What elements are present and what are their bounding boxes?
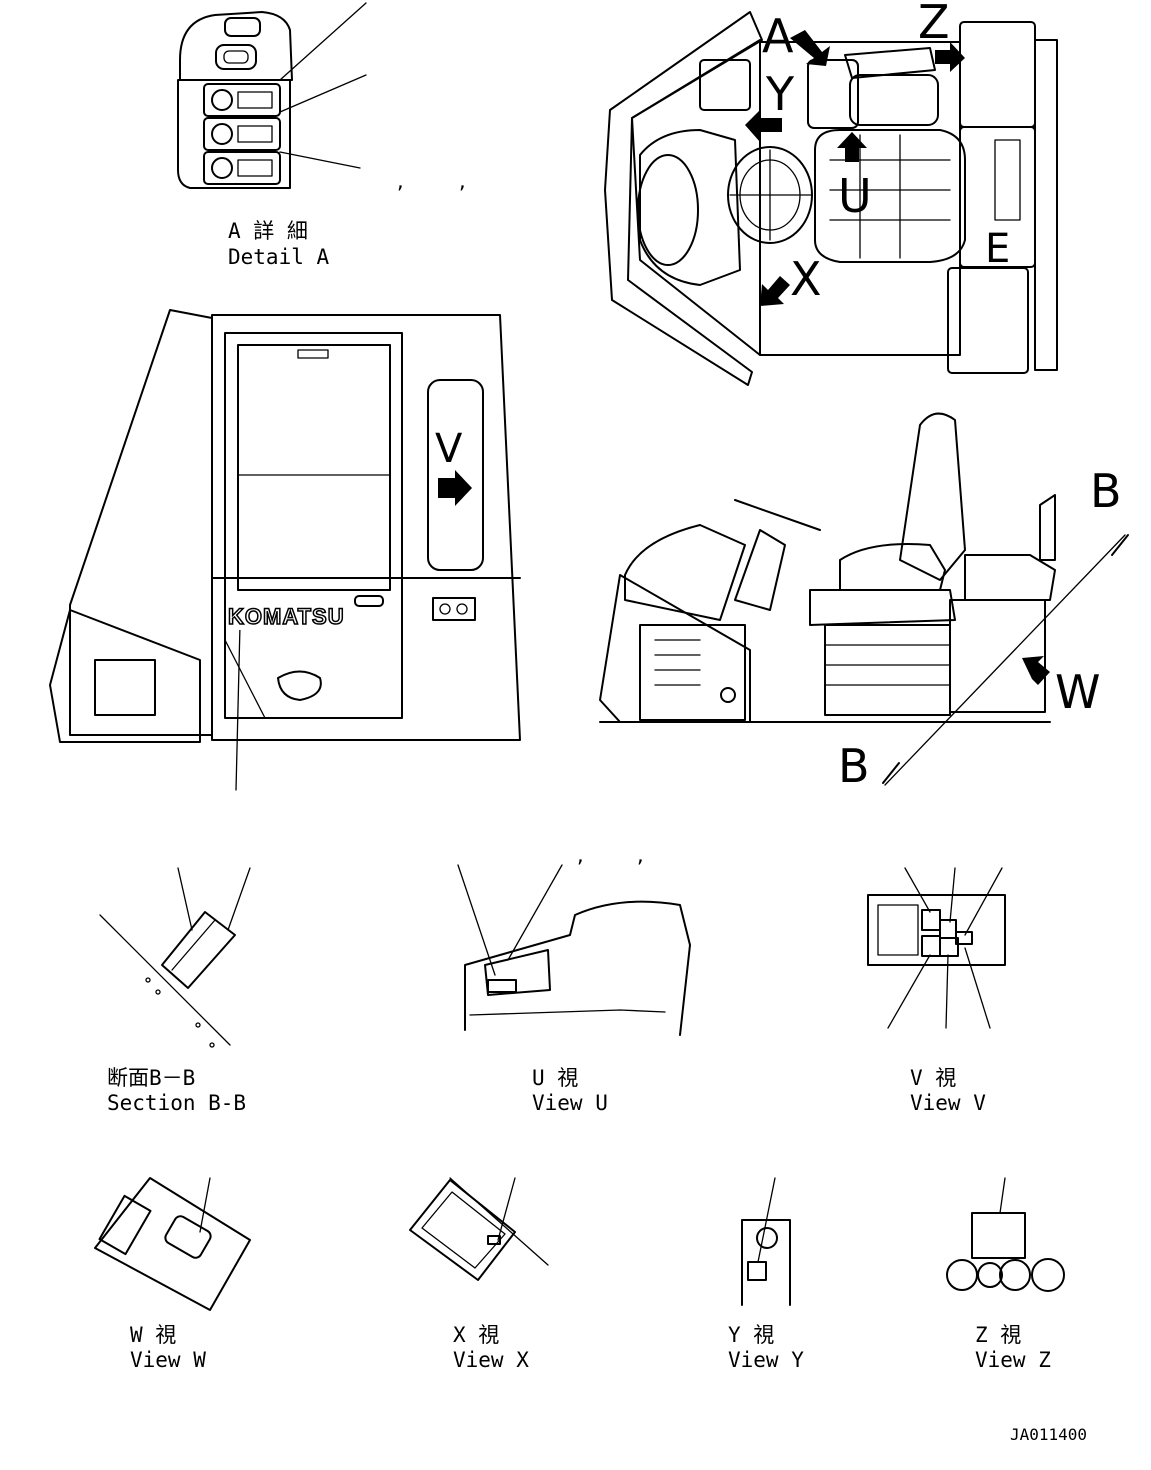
comma-mark: ,: [575, 846, 586, 867]
view-v-label-jp: V 視: [910, 1066, 956, 1090]
view-marker-x: X: [790, 252, 822, 306]
view-marker-y: Y: [765, 67, 795, 121]
view-u-label-jp: U 視: [532, 1066, 578, 1090]
view-v-drawing: [867, 867, 1006, 1029]
arrow-z-icon: [935, 42, 965, 72]
view-z-label-en: View Z: [975, 1348, 1051, 1372]
comma-mark: ,: [635, 846, 646, 867]
cab-plan-view: E: [604, 11, 1058, 386]
view-w-drawing: [94, 1177, 251, 1311]
drawing-number: JA011400: [1010, 1425, 1087, 1444]
view-z-drawing: [946, 1177, 1065, 1292]
cab-side-view: [49, 309, 521, 791]
arrow-v-icon: [438, 470, 472, 506]
komatsu-logo: KOMATSU: [226, 600, 346, 630]
view-marker-z: Z: [918, 0, 950, 49]
detail-a-label-jp: A 詳 細: [228, 219, 308, 243]
view-x-label-jp: X 視: [453, 1323, 499, 1347]
view-marker-a: A: [762, 9, 794, 63]
section-bb-label-jp: 断面B－B: [107, 1066, 195, 1090]
comma-mark: ,: [457, 172, 468, 193]
view-marker-v: V: [435, 426, 463, 472]
svg-text:E: E: [985, 226, 1010, 272]
view-w-label-en: View W: [130, 1348, 206, 1372]
view-y-drawing: [741, 1177, 791, 1306]
svg-text:KOMATSU: KOMATSU: [228, 604, 345, 629]
view-u-drawing: , ,: [457, 846, 691, 1036]
arrow-w-icon: [1022, 656, 1050, 685]
comma-mark: ,: [395, 172, 406, 193]
section-marker-b-bottom: B: [838, 739, 870, 793]
arrow-a-icon: [790, 30, 830, 66]
detail-a-label-en: Detail A: [228, 245, 330, 269]
view-u-label-en: View U: [532, 1091, 608, 1115]
view-marker-w: W: [1055, 665, 1100, 719]
view-y-label-jp: Y 視: [728, 1323, 774, 1347]
view-z-label-jp: Z 視: [975, 1323, 1021, 1347]
view-x-drawing: [409, 1177, 549, 1281]
arrow-u-icon: [837, 132, 867, 162]
arrow-x-icon: [760, 276, 790, 306]
view-x-label-en: View X: [453, 1348, 529, 1372]
section-marker-b-top: B: [1090, 464, 1122, 518]
detail-a-drawing: , ,: [177, 2, 468, 193]
operator-side-view: [599, 412, 1129, 786]
arrow-y-icon: [745, 110, 782, 142]
view-v-label-en: View V: [910, 1091, 986, 1115]
section-bb-drawing: [99, 867, 251, 1048]
view-marker-u: U: [838, 169, 872, 223]
section-bb-label-en: Section B-B: [107, 1091, 246, 1115]
view-y-label-en: View Y: [728, 1348, 804, 1372]
view-w-label-jp: W 視: [130, 1323, 176, 1347]
